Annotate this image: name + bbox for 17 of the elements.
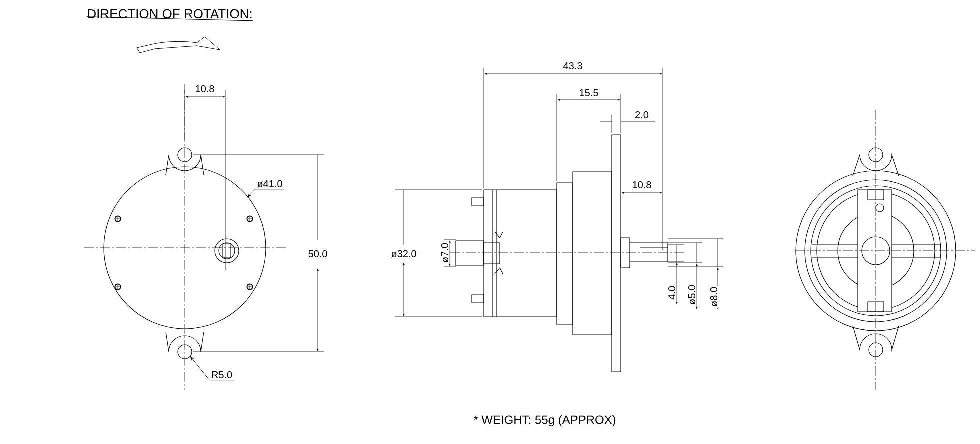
dimension-label: ø41.0 [257, 180, 282, 188]
dimension-label: 4.0 [667, 285, 677, 301]
dimension-label: ø5.0 [687, 284, 697, 306]
dimension-label: 50.0 [307, 249, 329, 259]
leader-line [190, 356, 235, 381]
dimension-label: ø32.0 [390, 249, 418, 259]
dimension-label: 43.3 [562, 61, 584, 71]
dimension-label: R5.0 [212, 371, 232, 379]
weight-note: * WEIGHT: 55g (APPROX) [474, 415, 616, 427]
dimension-label: 10.8 [194, 84, 216, 94]
dimension-label: ø7.0 [440, 242, 450, 264]
leader-line [247, 189, 285, 198]
dimension-label: 15.5 [578, 88, 600, 98]
dimension-label: ø8.0 [709, 286, 719, 308]
title: DIRECTION OF ROTATION: [88, 9, 252, 19]
dimension-label: 10.8 [631, 180, 653, 190]
dimension-label: 2.0 [634, 110, 650, 120]
